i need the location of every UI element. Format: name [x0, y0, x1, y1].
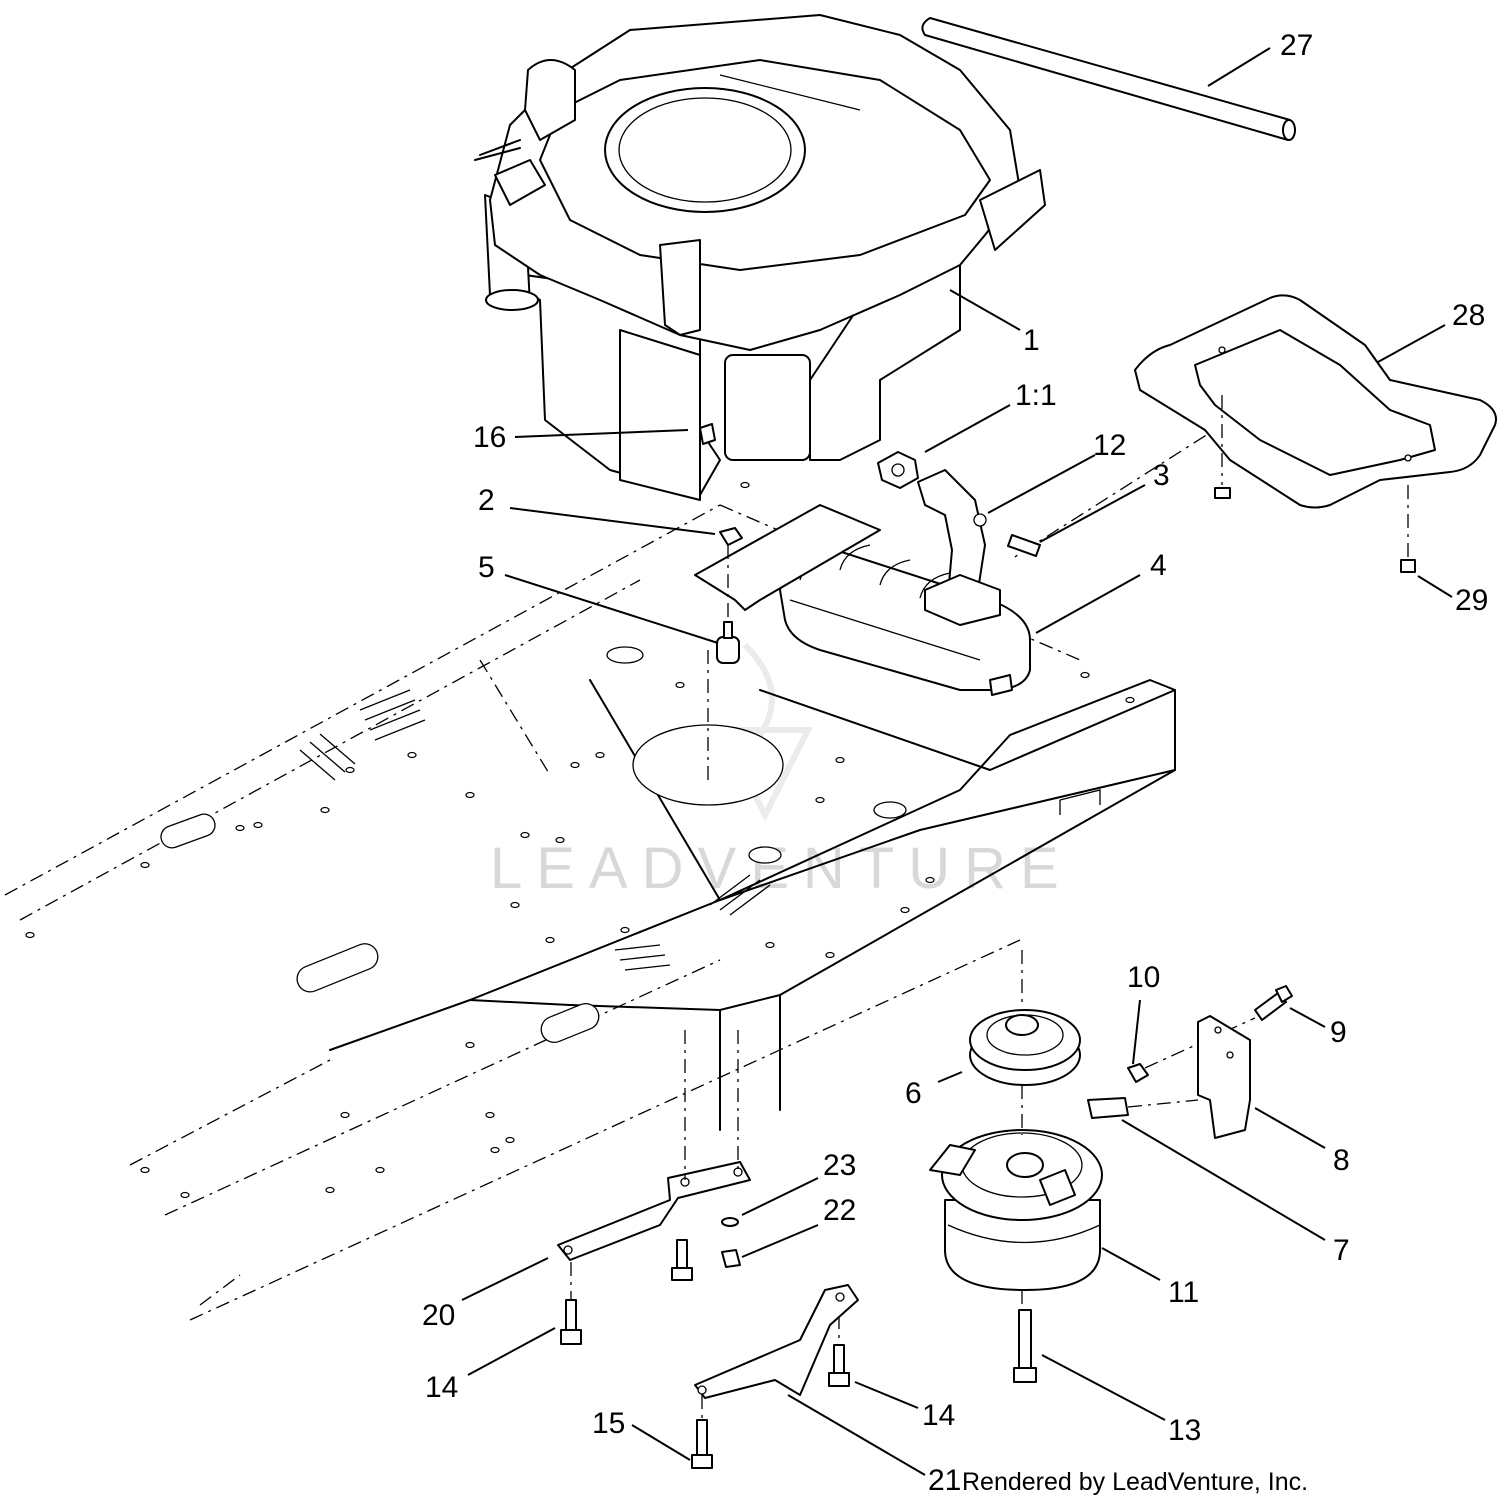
callout-9: 9 [1330, 1016, 1347, 1049]
part-16-bolt [699, 423, 716, 445]
callout-29: 29 [1455, 584, 1488, 617]
part-11-clutch [929, 1085, 1103, 1310]
part-23-washer [721, 1217, 739, 1227]
callout-11: 11 [1168, 1276, 1199, 1309]
part-21-bracket [694, 1284, 859, 1399]
callout-8: 8 [1333, 1144, 1350, 1177]
part-1-engine [474, 14, 1046, 501]
callout-4: 4 [1150, 549, 1167, 582]
callout-labels: 27 1 28 1:1 16 12 3 2 5 4 29 10 9 6 8 7 … [422, 29, 1488, 1497]
callout-14-left: 14 [425, 1371, 458, 1404]
heat-shield-bracket [694, 504, 881, 611]
callout-12: 12 [1093, 429, 1126, 462]
part-28-shield [1134, 294, 1497, 509]
callout-20: 20 [422, 1299, 455, 1332]
callout-14-right: 14 [922, 1399, 955, 1432]
render-credit: Rendered by LeadVenture, Inc. [962, 1468, 1308, 1496]
part-15-bolt [691, 1395, 713, 1469]
part-6-pulley [969, 950, 1081, 1086]
watermark-text: LEADVENTURE [490, 836, 1073, 901]
callout-5: 5 [478, 551, 495, 584]
callout-28: 28 [1452, 299, 1485, 332]
part-5-mount [707, 621, 740, 780]
part-1-1-gasket [877, 451, 919, 489]
callout-1-1: 1:1 [1015, 379, 1057, 412]
part-29-screw [1214, 395, 1416, 573]
callout-22: 22 [823, 1194, 856, 1227]
part-13-bolt [1013, 1309, 1037, 1383]
part-27-rod [921, 17, 1296, 141]
callout-16: 16 [473, 421, 506, 454]
part-8-bracket [1197, 1015, 1251, 1139]
callout-7: 7 [1333, 1234, 1350, 1267]
callout-23: 23 [823, 1149, 856, 1182]
callout-2: 2 [478, 484, 495, 517]
callout-6: 6 [905, 1077, 922, 1110]
callout-21: 21 [928, 1464, 961, 1497]
callout-10: 10 [1127, 961, 1160, 994]
chassis-frame [4, 419, 1231, 1321]
leader-lines [461, 47, 1453, 1476]
part-14-bolt-lower [828, 1315, 850, 1387]
part-4-muffler [779, 544, 1031, 696]
part-22-nut [721, 1249, 741, 1268]
part-9-bolt [1254, 985, 1293, 1021]
callout-1: 1 [1023, 324, 1040, 357]
part-12-exhaust-pipe [917, 469, 987, 596]
callout-13: 13 [1168, 1414, 1201, 1447]
part-7-spacer [1087, 1097, 1199, 1119]
callout-27: 27 [1280, 29, 1313, 62]
part-3-bolt [1007, 534, 1041, 557]
callout-3: 3 [1153, 459, 1170, 492]
callout-15: 15 [592, 1407, 625, 1440]
part-14-bolt-upper [560, 1239, 693, 1345]
part-20-bracket [557, 1030, 751, 1261]
